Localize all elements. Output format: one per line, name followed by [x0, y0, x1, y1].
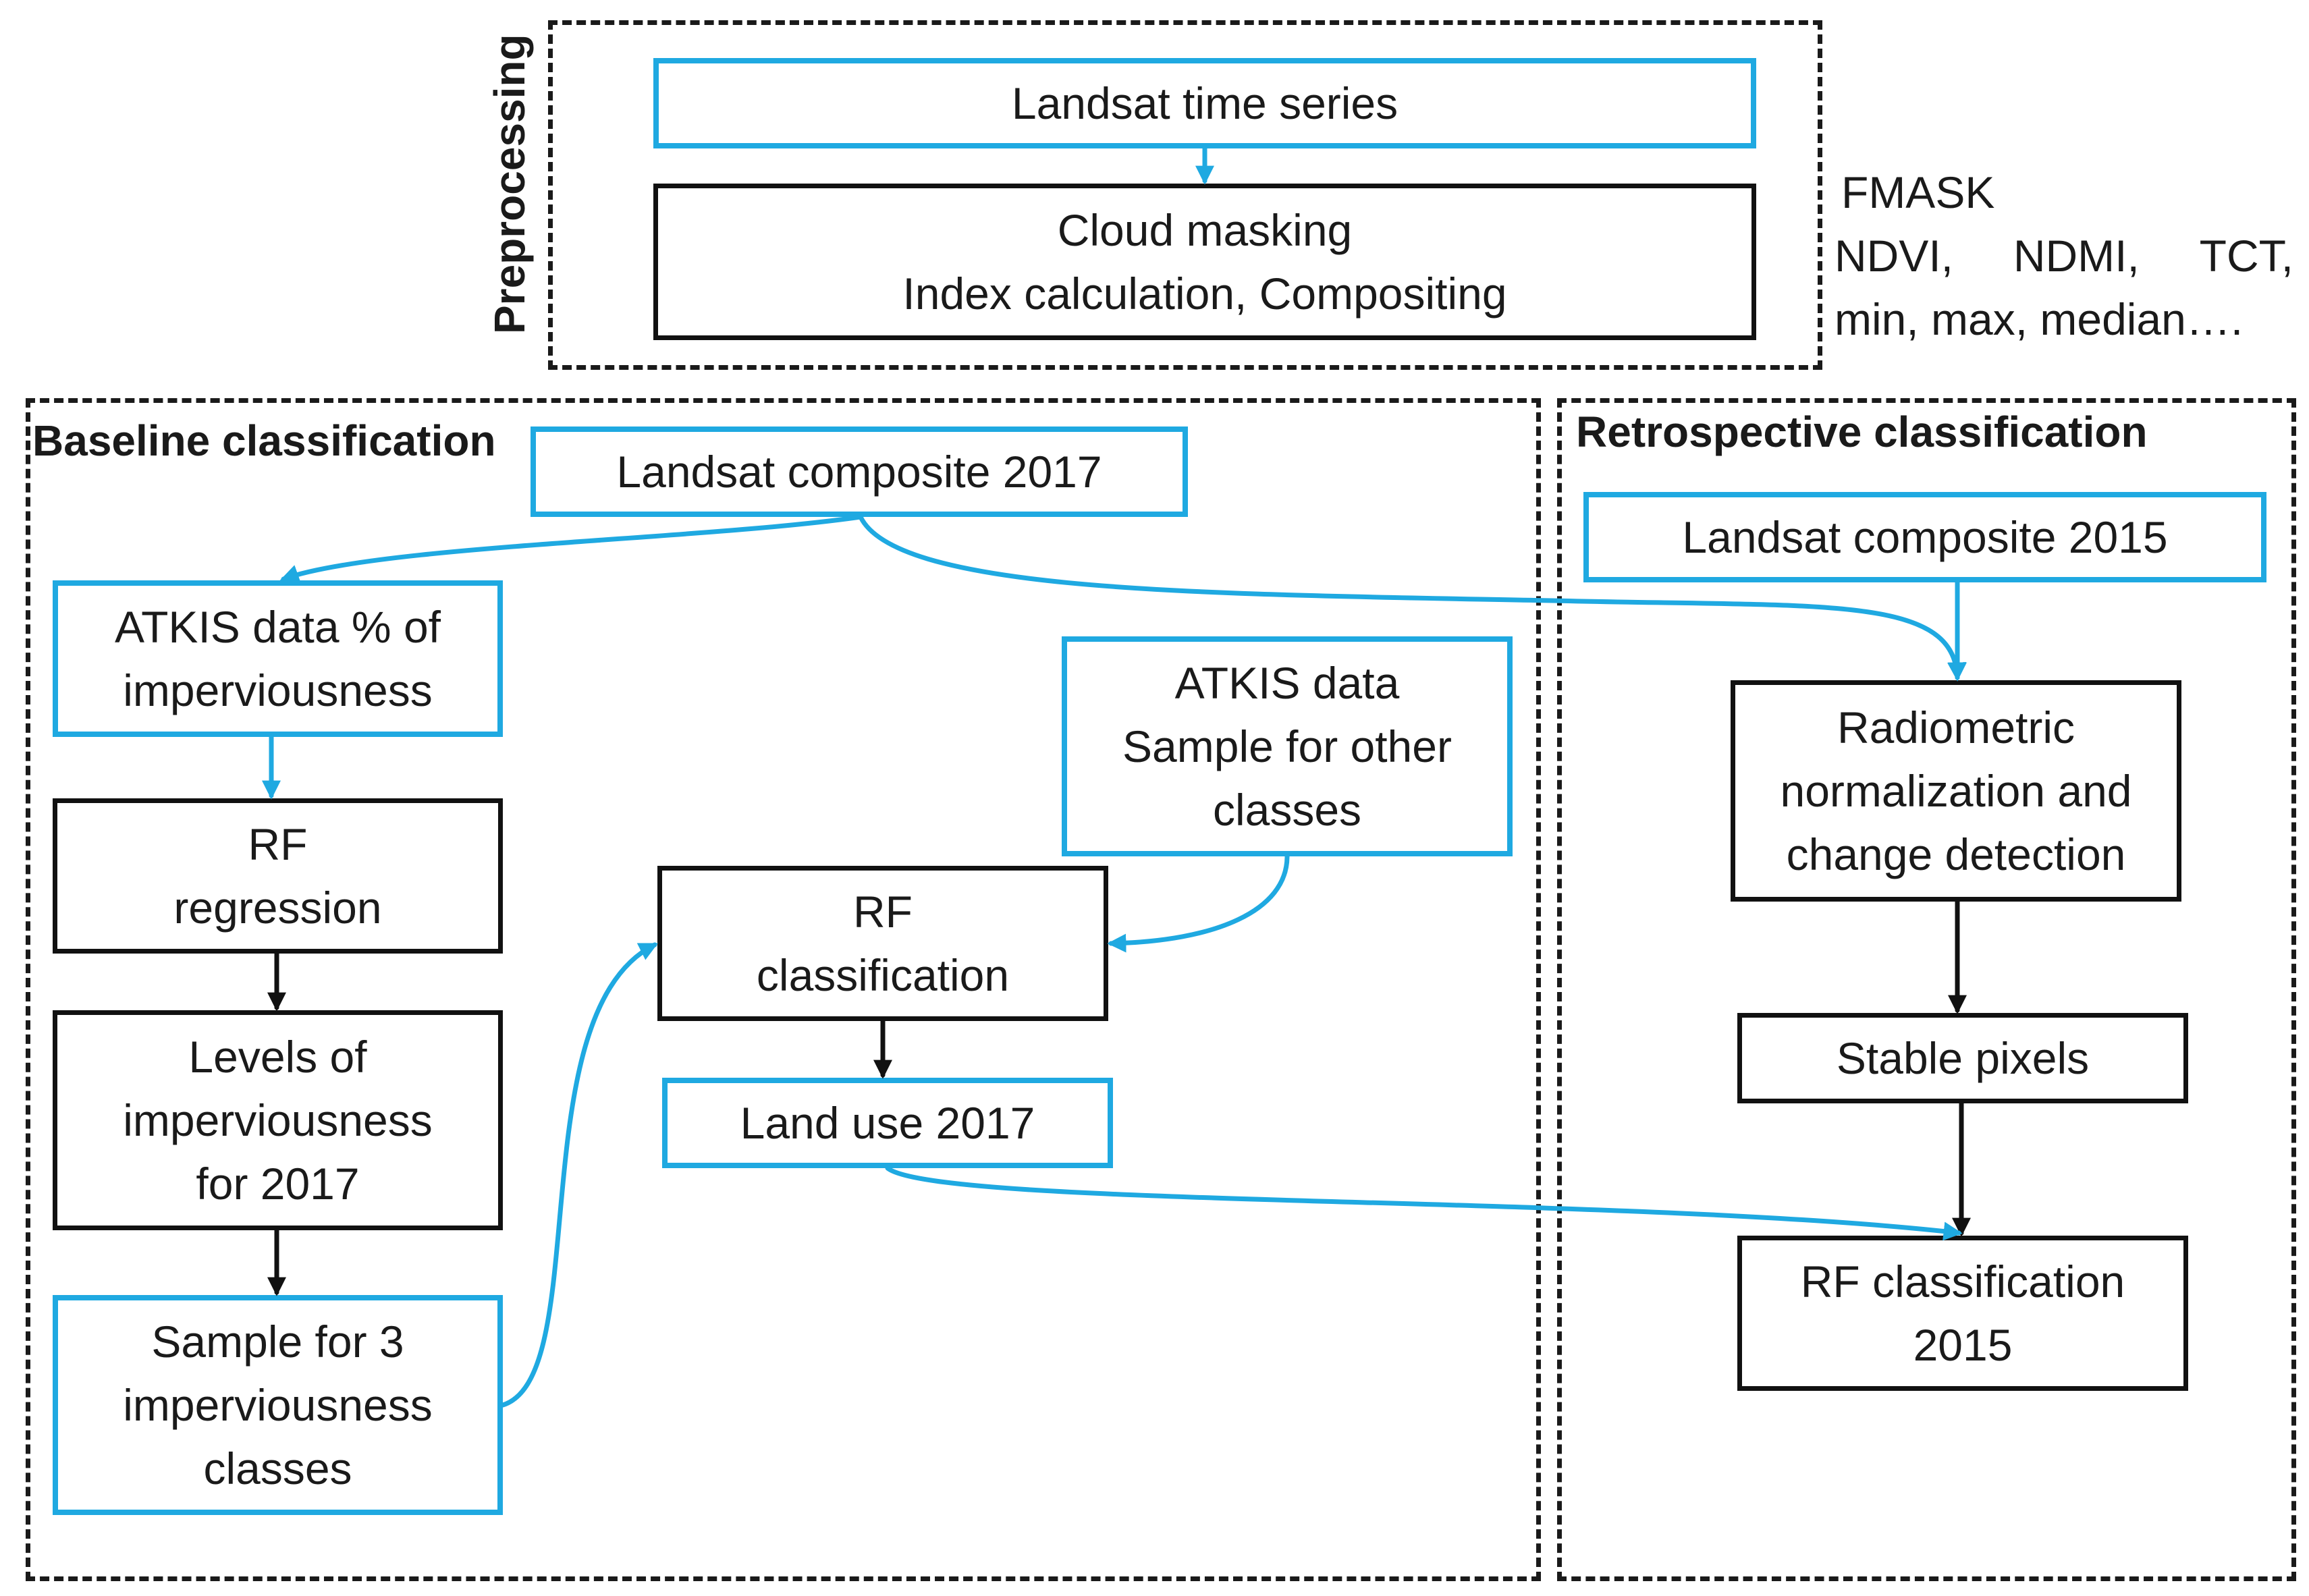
arrow-composite2017-to-atkis	[279, 514, 863, 583]
atkis-imperviousness-box: ATKIS data % of imperviousness	[53, 580, 503, 737]
arrow-landuse-to-rfclassification2015	[885, 1165, 1963, 1241]
arrow-atkisother-to-rfclassification	[1107, 854, 1290, 953]
note-ndvi: NDVI,	[1835, 231, 1954, 281]
landsat-composite-2015-box: Landsat composite 2015	[1583, 492, 2266, 582]
preprocessing-panel	[548, 20, 1822, 370]
rf-classification-box: RF classification	[657, 866, 1108, 1021]
land-use-2017-box: Land use 2017	[662, 1078, 1113, 1168]
note-indices: NDVI, NDMI, TCT,	[1835, 224, 2293, 287]
stable-pixels-box: Stable pixels	[1737, 1013, 2188, 1103]
atkis-other-classes-box: ATKIS data Sample for other classes	[1062, 636, 1513, 856]
note-statistics: min, max, median….	[1835, 294, 2244, 344]
baseline-classification-title: Baseline classification	[32, 416, 496, 465]
retrospective-classification-title: Retrospective classification	[1576, 408, 2148, 456]
note-fmask: FMASK	[1841, 167, 1995, 217]
levels-imperviousness-box: Levels of imperviousness for 2017	[53, 1010, 503, 1230]
note-ndmi: NDMI,	[2013, 231, 2140, 281]
landsat-time-series-box: Landsat time series	[653, 58, 1756, 148]
note-tct: TCT,	[2199, 231, 2293, 281]
sample-3-classes-box: Sample for 3 imperviousness classes	[53, 1295, 503, 1515]
arrow-sample-to-rfclassification	[500, 942, 659, 1408]
retrospective-classification-panel	[1557, 398, 2296, 1581]
radiometric-normalization-box: Radiometric normalization and change det…	[1731, 680, 2181, 902]
cloud-masking-box: Cloud masking Index calculation, Composi…	[653, 184, 1756, 340]
landsat-composite-2017-box: Landsat composite 2017	[531, 426, 1188, 517]
rf-classification-2015-box: RF classification 2015	[1737, 1236, 2188, 1391]
rf-regression-box: RF regression	[53, 798, 503, 954]
arrow-composite2017-to-radiometric	[858, 514, 1967, 682]
baseline-classification-panel	[26, 398, 1541, 1581]
